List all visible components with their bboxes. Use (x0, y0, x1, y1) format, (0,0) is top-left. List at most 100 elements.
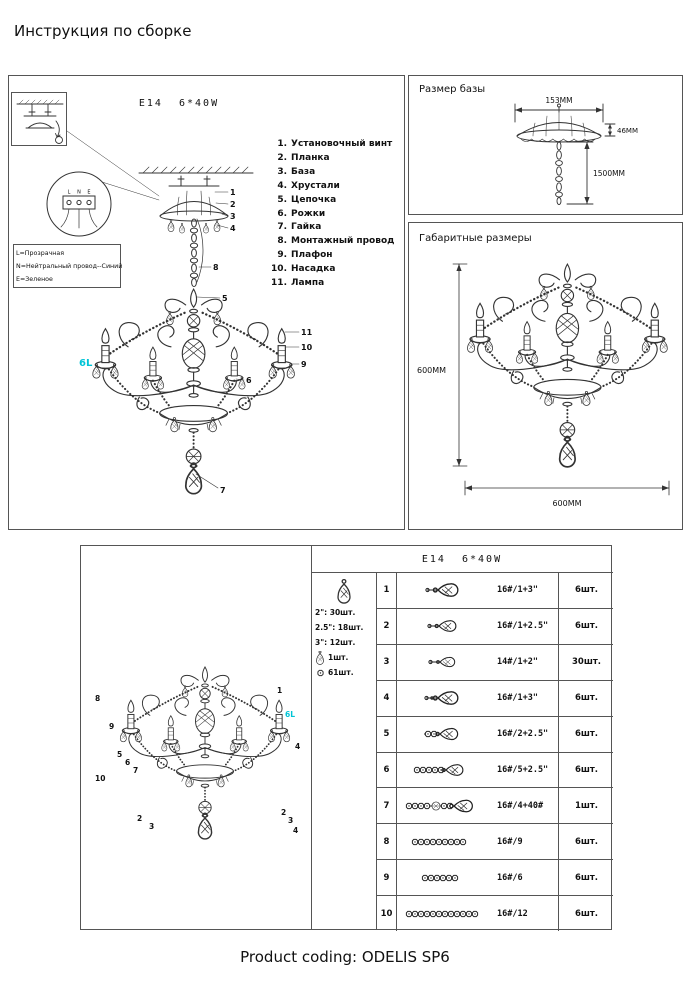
callout-5: 5 (222, 294, 228, 303)
part-quantity: 6шт. (558, 716, 614, 752)
part-num: 5. (277, 194, 287, 205)
legend-drop-icon (312, 579, 376, 605)
mounting-detail-box (11, 92, 67, 146)
dim-1500mm: 1500MM (593, 169, 625, 178)
crystal-size-legend: 2": 30шт. 2.5": 18шт. 3": 12шт. 1шт. 61ш… (312, 573, 376, 931)
table-row: 2 16#/1+2.5" 6шт. (377, 608, 613, 645)
parts-list-item: 4.Хрустали (271, 180, 403, 194)
assembly-panel: L N E 1 2 3 4 8 5 6 11 10 9 7 E14 6*40W (8, 75, 405, 530)
strand-callout: 5 (117, 750, 123, 759)
crystal-strand-icon (397, 755, 497, 785)
legend-item: 2": 30шт. (312, 605, 376, 620)
strand-callout: 4 (293, 826, 299, 835)
parts-list: 1.Установочный винт 2.Планка 3.База 4.Хр… (271, 138, 403, 291)
crystal-strand-icon (397, 899, 497, 929)
part-num: 10. (271, 264, 287, 275)
part-label: Лампа (291, 278, 325, 289)
wire-legend-e: E=Зеленое (16, 276, 53, 283)
legend-item: 3": 12шт. (312, 635, 376, 650)
row-number: 4 (377, 680, 397, 716)
divider (376, 573, 377, 929)
callout-1: 1 (230, 188, 236, 197)
parts-list-item: 6.Рожки (271, 208, 403, 222)
wire-legend-box: L=Прозрачная N=Нейтральный провод--Синий… (13, 244, 122, 288)
table-row: 7 16#/4+40# 1шт. (377, 788, 613, 825)
strand-callout: 8 (95, 694, 101, 703)
crystal-strand-icon (397, 611, 497, 641)
small-bead-icon (317, 669, 324, 676)
terminal-letter-l: L (68, 190, 71, 196)
terminal-letter-e: E (87, 190, 90, 196)
callout-11: 11 (301, 328, 313, 337)
crystal-strand-icon (397, 827, 497, 857)
table-row: 6 16#/5+2.5" 6шт. (377, 752, 614, 789)
part-label: Плафон (291, 250, 333, 261)
strand-callout-lamp: 6L (285, 710, 295, 719)
overall-size-panel: Габаритные размеры 600MM 600MM (408, 222, 683, 530)
parts-list-item: 8.Монтажный провод (271, 235, 403, 249)
size-panel-title: Габаритные размеры (419, 233, 532, 244)
crystal-strand-icon (397, 791, 497, 821)
legend-text: 2": 30шт. (315, 608, 356, 617)
page-title: Инструкция по сборке (14, 22, 192, 40)
parts-list-item: 2.Планка (271, 152, 403, 166)
part-quantity: 6шт. (558, 824, 614, 860)
row-number: 9 (377, 860, 397, 896)
part-code: 16#/9 (497, 836, 523, 847)
terminal-letter-n: N (77, 190, 81, 196)
divider (311, 546, 312, 929)
part-num: 11. (271, 278, 287, 289)
base-size-panel: Размер базы (408, 75, 683, 215)
callout-10: 10 (301, 343, 313, 352)
parts-list-item: 5. Цепочка (271, 194, 403, 208)
lamp-count-label: 6L (79, 358, 93, 369)
table-row: 5 16#/2+2.5" 6шт. (377, 716, 614, 753)
strand-callout: 4 (295, 742, 301, 751)
table-row: 4 16#/1+3" 6шт. (377, 680, 614, 717)
callout-2: 2 (230, 200, 236, 209)
part-quantity: 6шт. (558, 860, 614, 896)
callout-7: 7 (220, 486, 226, 495)
part-quantity: 6шт. (558, 752, 614, 788)
legend-item: 2.5": 18шт. (312, 620, 376, 635)
strand-callout: 6 (125, 758, 131, 767)
crystal-strand-icon (397, 683, 497, 713)
part-label: Цепочка (291, 194, 337, 205)
crystal-strand-icon (397, 575, 497, 605)
base-size-drawing: 153MM 46MM 1500MM (514, 96, 638, 205)
part-code: 16#/4+40# (497, 800, 544, 811)
lamp-spec: E14 6*40W (138, 98, 220, 109)
part-label: Гайка (291, 222, 322, 233)
part-quantity: 6шт. (558, 680, 614, 716)
part-quantity: 30шт. (558, 644, 614, 680)
part-code: 16#/12 (497, 908, 528, 919)
legend-text: 61шт. (328, 668, 354, 677)
crystal-strand-icon (397, 719, 497, 749)
parts-list-item: 1.Установочный винт (271, 138, 403, 152)
wire-legend-l: L=Прозрачная (16, 250, 65, 257)
part-code: 16#/1+3" (497, 585, 538, 596)
base-panel-title: Размер базы (419, 84, 486, 95)
small-drop-icon (316, 650, 324, 665)
parts-list-item: 3.База (271, 166, 403, 180)
part-code: 16#/5+2.5" (497, 764, 549, 775)
strand-callout: 2 (281, 808, 287, 817)
legend-text: 2.5": 18шт. (315, 623, 364, 632)
callout-4: 4 (230, 224, 236, 233)
strand-callout: 7 (133, 766, 139, 775)
strand-callout: 2 (137, 814, 143, 823)
table-row: 9 16#/6 6шт. (377, 860, 614, 897)
dim-153mm: 153MM (545, 96, 572, 105)
part-code: 16#/6 (497, 872, 523, 883)
dim-height-600mm: 600MM (417, 366, 446, 375)
parts-list-item: 11. Лампа (271, 277, 403, 291)
parts-table: 1 16#/1+3" 6шт. 2 16#/1+2.5" 6шт. 3 14#/… (377, 573, 614, 932)
part-label: База (291, 166, 316, 177)
callout-9: 9 (301, 360, 307, 369)
row-number: 2 (377, 608, 397, 644)
legend-item: 61шт. (312, 665, 376, 680)
strand-location-drawing (81, 546, 311, 929)
row-number: 3 (377, 644, 397, 680)
overall-size-drawing: 600MM 600MM (417, 223, 670, 508)
row-number: 6 (377, 752, 397, 788)
